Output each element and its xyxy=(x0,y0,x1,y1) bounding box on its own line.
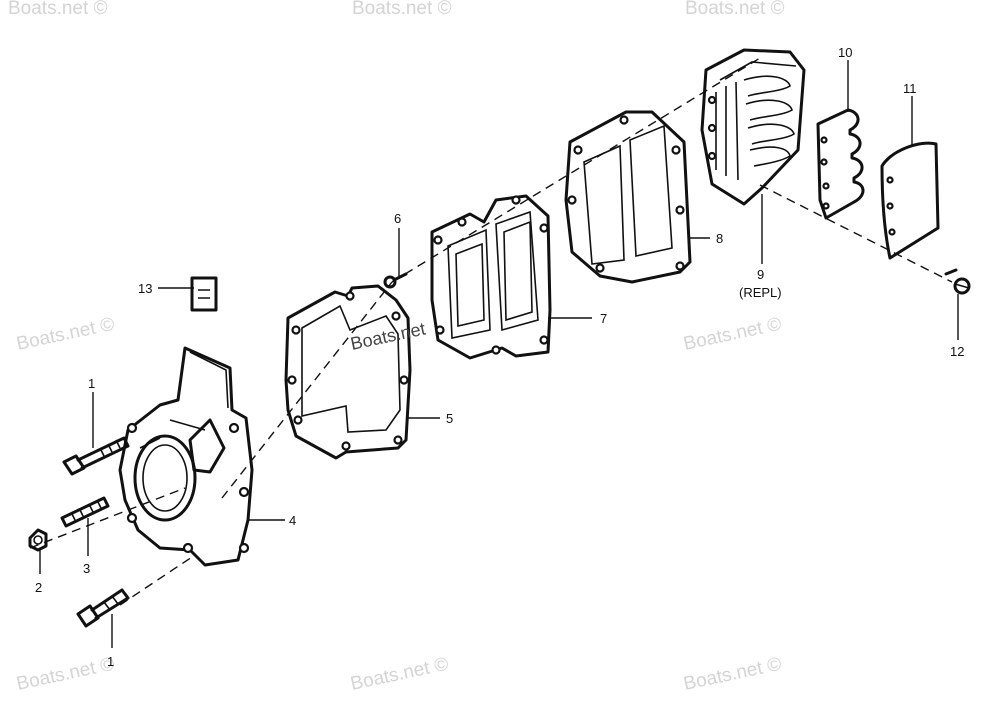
bolt-axis-line xyxy=(119,554,196,606)
watermark: Boats.net © xyxy=(15,314,117,355)
part-1-bolt-lower xyxy=(76,588,130,628)
callout-13: 13 xyxy=(138,281,152,296)
callout-9: 9 xyxy=(757,267,764,282)
callout-2: 2 xyxy=(35,580,42,595)
watermark: Boats.net © xyxy=(352,0,452,19)
leader-lines xyxy=(39,60,959,648)
callout-8: 8 xyxy=(716,231,723,246)
part-4-intake-adapter xyxy=(118,346,254,567)
watermark: Boats.net © xyxy=(682,314,784,355)
part-12-screw xyxy=(944,268,971,295)
stud-axis-line xyxy=(29,487,186,549)
part-13-decal xyxy=(190,276,218,312)
callout-4: 4 xyxy=(289,513,296,528)
part-5-gasket xyxy=(284,284,412,460)
part-3-stud xyxy=(60,496,110,528)
callout-12: 12 xyxy=(950,344,964,359)
part-2-nut xyxy=(28,528,48,552)
watermark: Boats.net © xyxy=(8,0,108,19)
part-6-screw xyxy=(383,272,408,289)
callout-3: 3 xyxy=(83,561,90,576)
watermark: Boats.net © xyxy=(682,654,784,695)
watermarks: Boats.net © Boats.net © Boats.net © Boat… xyxy=(8,0,785,695)
callout-10: 10 xyxy=(838,45,852,60)
callout-11: 11 xyxy=(903,81,917,96)
part-8-gasket xyxy=(564,110,692,284)
callout-7: 7 xyxy=(600,311,607,326)
callout-5: 5 xyxy=(446,411,453,426)
inline-watermark: Boats.net xyxy=(349,319,428,354)
watermark: Boats.net © xyxy=(349,654,451,695)
screw-axis-line xyxy=(759,184,953,283)
watermark: Boats.net © xyxy=(15,654,117,695)
callout-labels: 1 2 3 4 5 6 7 8 9 (REPL) 10 11 12 13 1 xyxy=(35,45,964,669)
part-7-reed-plate xyxy=(430,194,552,360)
callout-1-lower: 1 xyxy=(107,654,114,669)
part-1-bolt-upper xyxy=(62,436,130,476)
part-10-reed-petals xyxy=(816,108,865,220)
watermark: Boats.net © xyxy=(685,0,785,19)
callout-1-upper: 1 xyxy=(88,376,95,391)
assembly-axis-line xyxy=(221,57,761,499)
part-9-reed-block xyxy=(700,48,806,206)
callout-9-note: (REPL) xyxy=(739,285,782,300)
part-11-reed-stop xyxy=(880,141,940,260)
callout-6: 6 xyxy=(394,211,401,226)
